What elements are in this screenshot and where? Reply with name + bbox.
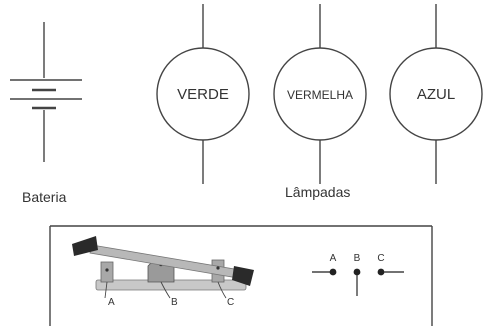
lamp-red-label: VERMELHA xyxy=(287,88,353,102)
lamp-red: VERMELHA xyxy=(273,4,367,184)
switch-photo-label-a: A xyxy=(108,297,115,308)
lamp-blue: AZUL xyxy=(389,4,483,184)
battery-caption: Bateria xyxy=(22,189,67,205)
switch-terminal-c-screw xyxy=(216,266,220,270)
leader-line-c xyxy=(217,281,227,299)
switch-terminal-a-screw xyxy=(105,268,109,272)
leader-line-b xyxy=(160,281,171,299)
lamps-caption: Lâmpadas xyxy=(285,184,351,200)
switch-photo-label-b: B xyxy=(171,297,178,308)
switch-symbol-label-b: B xyxy=(354,253,361,264)
switch-symbol-terminal-a xyxy=(329,268,337,276)
switch-right-handle xyxy=(232,266,254,286)
switch-photo-label-c: C xyxy=(227,297,234,308)
switch-illustration: A B C xyxy=(72,236,254,308)
switch-symbol-label-a: A xyxy=(330,253,337,264)
lamp-blue-label: AZUL xyxy=(417,86,455,103)
switch-symbol-terminal-b xyxy=(353,268,361,276)
switch-terminal-a-post xyxy=(100,261,114,283)
switch-symbol: A B C xyxy=(312,253,404,296)
leader-line-a xyxy=(104,281,108,299)
switch-box xyxy=(49,225,433,326)
switch-left-handle xyxy=(72,236,98,256)
switch-symbol-terminal-c xyxy=(377,268,385,276)
battery-symbol xyxy=(10,22,82,162)
lamp-green-label: VERDE xyxy=(177,86,229,103)
lamp-green: VERDE xyxy=(156,4,250,184)
switch-symbol-label-c: C xyxy=(377,253,384,264)
